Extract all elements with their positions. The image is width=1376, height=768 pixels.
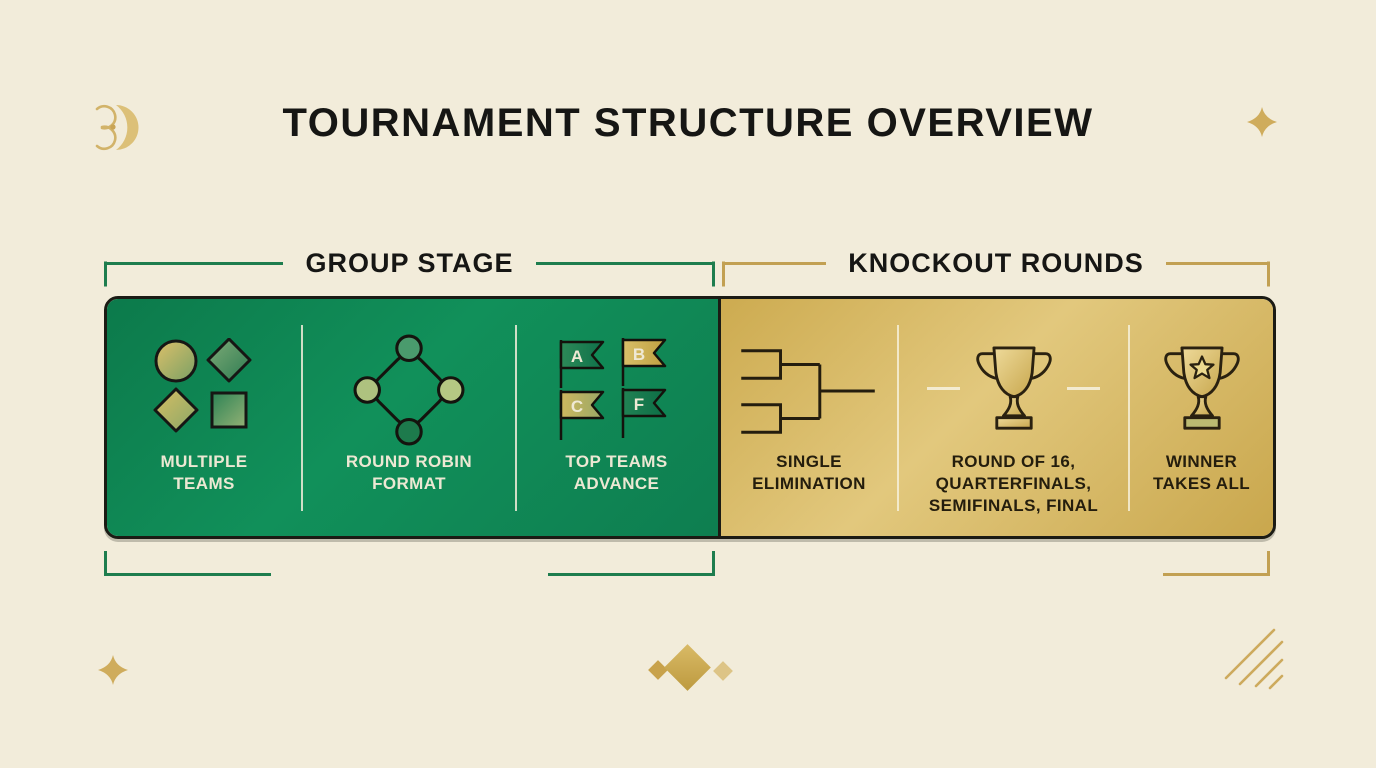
diamond-deco-small (713, 661, 733, 681)
diamond-deco-small (648, 660, 668, 680)
divider (301, 324, 303, 511)
trophy-icon (975, 346, 1052, 430)
cell-label: ROUND OF 16, QUARTERFINALS, SEMIFINALS, … (928, 452, 1099, 516)
multiple-teams-cell: MULTIPLE TEAMS (107, 299, 301, 536)
round-robin-icon (353, 334, 465, 446)
knockout-rounds-label: KNOCKOUT ROUNDS (848, 247, 1144, 278)
winner-takes-all-cell: WINNER TAKES ALL (1130, 299, 1273, 536)
flag-b (621, 338, 666, 386)
advance-flags-icon: A B C (559, 338, 666, 440)
group-stage-label: GROUP STAGE (305, 247, 514, 278)
crescent-monogram-icon (95, 104, 139, 151)
cell-label: ROUND ROBIN FORMAT (345, 452, 473, 494)
knockout-rounds-panel: SINGLE ELIMINATION (721, 299, 1273, 536)
divider (897, 324, 899, 511)
sparkle-icon (1247, 107, 1277, 137)
bottom-bracket-gold-right (1163, 551, 1270, 576)
page-title: TOURNAMENT STRUCTURE OVERVIEW (282, 101, 1094, 145)
diamond-deco-large (664, 644, 711, 691)
decorative-dash (927, 387, 960, 390)
bottom-bracket-green-left (104, 551, 271, 576)
group-stage-panel: MULTIPLE TEAMS ROUND ROBIN FORMAT (107, 299, 721, 536)
bracket-line (1165, 261, 1270, 265)
diagonal-hatch-lines (1224, 628, 1284, 690)
team-shapes-icon (153, 338, 252, 433)
winner-trophy-star-icon (1163, 346, 1240, 430)
flag-letter: C (570, 397, 582, 416)
group-stage-header: GROUP STAGE (104, 246, 715, 280)
cell-label: TOP TEAMS ADVANCE (565, 452, 668, 494)
divider (1128, 324, 1130, 511)
flag-letter: F (633, 395, 643, 414)
flag-letter: B (632, 345, 644, 364)
bracket-line (535, 261, 715, 265)
top-teams-advance-cell: A B C (517, 299, 716, 536)
divider (515, 324, 517, 511)
flag-c (559, 390, 604, 440)
sparkle-icon (98, 655, 128, 685)
single-elimination-cell: SINGLE ELIMINATION (721, 299, 897, 536)
flag-f (621, 388, 666, 438)
bottom-bracket-green-right (548, 551, 715, 576)
flag-letter: A (570, 347, 582, 366)
bracket-line (722, 261, 827, 265)
bracket-line (104, 261, 284, 265)
decorative-dash (1067, 387, 1100, 390)
cell-label: SINGLE ELIMINATION (752, 452, 866, 494)
single-elimination-bracket-icon (741, 349, 875, 434)
cell-label: WINNER TAKES ALL (1152, 452, 1251, 494)
knockout-rounds-header: KNOCKOUT ROUNDS (722, 246, 1270, 280)
round-robin-cell: ROUND ROBIN FORMAT (303, 299, 515, 536)
flag-a (559, 340, 604, 388)
tournament-panel: MULTIPLE TEAMS ROUND ROBIN FORMAT (104, 296, 1276, 539)
cell-label: MULTIPLE TEAMS (160, 452, 248, 494)
knockout-rounds-list-cell: ROUND OF 16, QUARTERFINALS, SEMIFINALS, … (899, 299, 1128, 536)
